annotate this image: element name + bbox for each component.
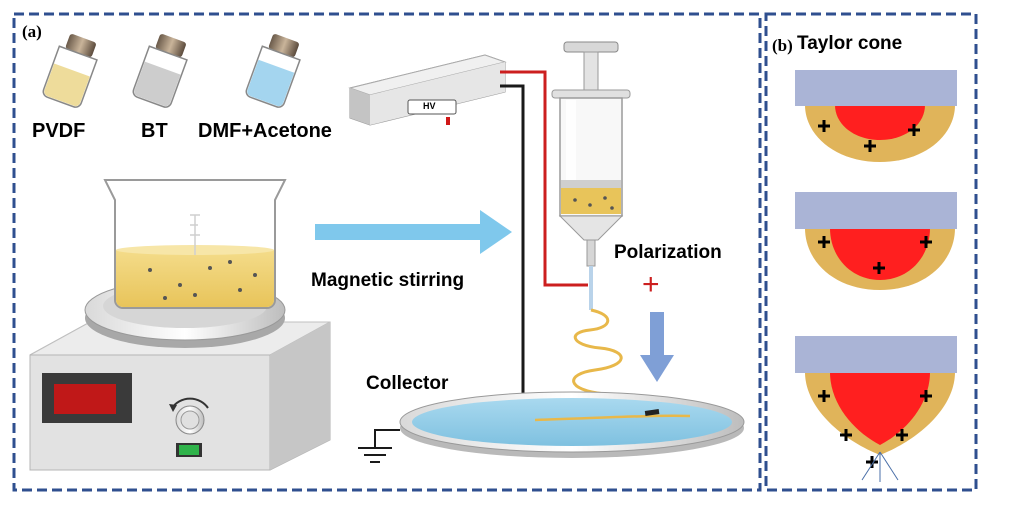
vial-label-dmf-acetone: DMF+Acetone <box>198 120 332 142</box>
panel-b-tag: (b) <box>772 36 793 55</box>
taylor-cone-icon <box>795 70 957 162</box>
hv-supply-icon <box>348 54 507 126</box>
polarization-label: Polarization <box>614 242 722 263</box>
taylor-cone-icon <box>795 336 957 482</box>
panel-a-tag: (a) <box>22 22 42 41</box>
black-wire <box>500 84 525 405</box>
vial-icon <box>132 34 188 108</box>
vial-icon <box>245 34 301 108</box>
ground-icon <box>358 429 400 463</box>
collector-dish-icon <box>399 391 745 458</box>
red-wire <box>500 70 588 287</box>
plus-sign: + <box>642 268 660 301</box>
taylor-cone-title: Taylor cone <box>797 33 903 54</box>
vial-label-pvdf: PVDF <box>32 120 86 142</box>
panel-a-frame <box>12 12 762 492</box>
panel-b-frame <box>764 12 978 492</box>
magnetic-stirring-label: Magnetic stirring <box>311 270 465 291</box>
taylor-cone-icon <box>795 192 957 290</box>
vial-icon <box>42 34 98 108</box>
collector-label: Collector <box>366 373 449 394</box>
hv-label: HV <box>423 101 436 111</box>
syringe-icon <box>551 41 631 310</box>
vial-label-bt: BT <box>141 120 168 142</box>
flow-arrow <box>315 210 512 254</box>
down-arrow <box>640 312 674 382</box>
beaker-icon <box>103 179 287 309</box>
